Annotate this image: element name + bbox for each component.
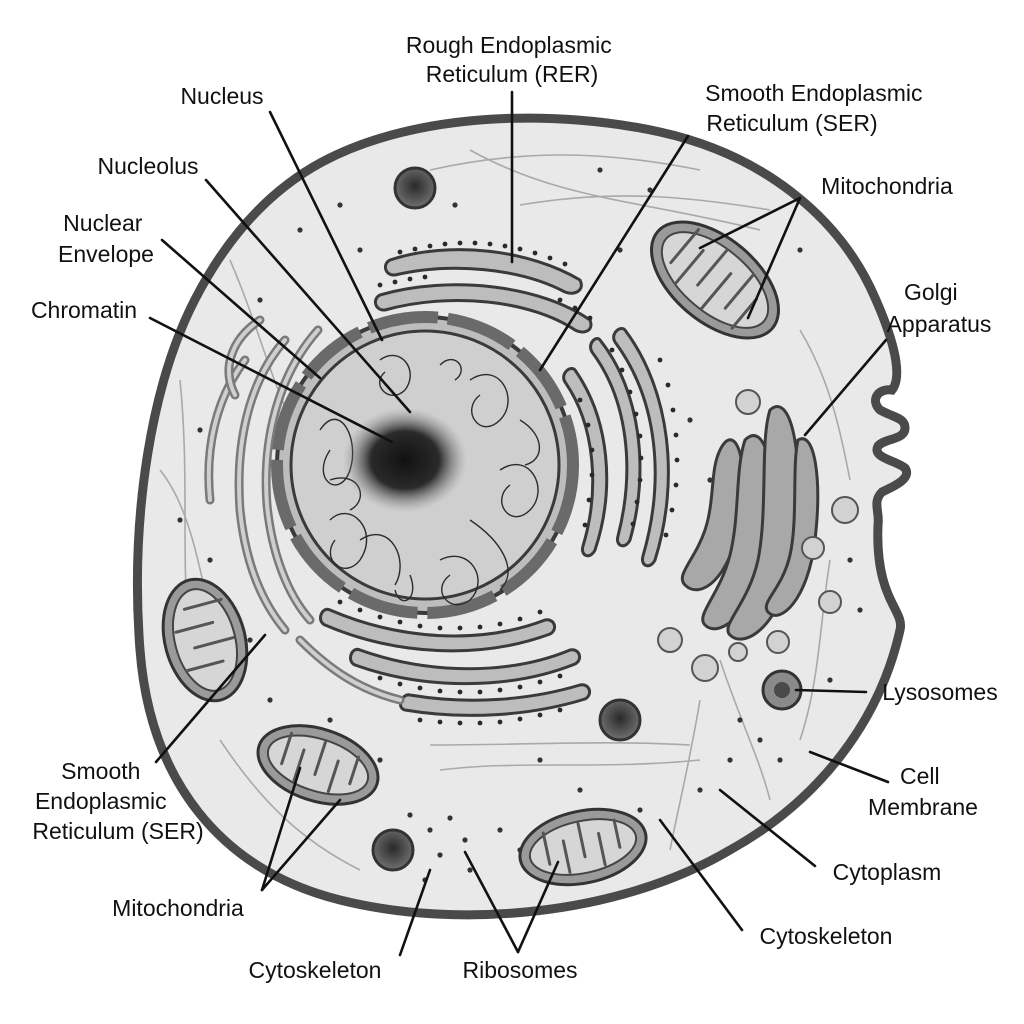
- ribosomes-bound: [337, 240, 680, 726]
- golgi-vesicle: [735, 389, 761, 415]
- label-golgi: Golgi Apparatus: [887, 279, 992, 337]
- nucleus: [271, 311, 579, 619]
- label-nuclear-envelope: Nuclear Envelope: [58, 210, 154, 267]
- label-ribosomes: Ribosomes: [462, 957, 577, 983]
- golgi-vesicle: [801, 536, 825, 560]
- label-chromatin: Chromatin: [31, 297, 137, 323]
- label-cytoskeleton-bottom: Cytoskeleton: [249, 957, 382, 983]
- nucleolus: [343, 408, 467, 512]
- labels: Rough Endoplasmic Reticulum (RER) Nucleu…: [31, 32, 998, 983]
- label-mitochondria-top: Mitochondria: [821, 173, 953, 199]
- golgi-vesicle: [818, 590, 842, 614]
- mitochondrion-bottom-center: [518, 807, 648, 887]
- golgi-vesicle: [728, 642, 748, 662]
- label-cytoplasm: Cytoplasm: [833, 859, 942, 885]
- cytoskeleton-fibers: [159, 149, 851, 871]
- chromatin: [319, 354, 541, 606]
- nuclear-envelope: [271, 311, 579, 619]
- rough-endoplasmic-reticulum: [319, 240, 680, 726]
- mitochondrion-left: [161, 577, 249, 703]
- smooth-endoplasmic-reticulum: [204, 315, 405, 705]
- golgi-vesicle: [831, 496, 859, 524]
- golgi-vesicle: [766, 630, 790, 654]
- label-ser-top: Smooth Endoplasmic Reticulum (SER): [705, 80, 929, 136]
- label-cell-membrane: Cell Membrane: [868, 763, 978, 820]
- golgi-vesicle: [691, 654, 719, 682]
- lysosomes: [371, 166, 803, 872]
- leader-lines: [148, 90, 890, 957]
- golgi-vesicle: [657, 627, 683, 653]
- golgi-apparatus: [657, 389, 859, 682]
- label-lysosomes: Lysosomes: [882, 679, 997, 705]
- label-rer: Rough Endoplasmic Reticulum (RER): [406, 32, 618, 87]
- label-mitochondria-bottom: Mitochondria: [112, 895, 244, 921]
- label-cytoskeleton-right: Cytoskeleton: [760, 923, 893, 949]
- label-ser-bottom: Smooth Endoplasmic Reticulum (SER): [32, 758, 203, 844]
- mitochondrion-bottom-left: [256, 724, 380, 806]
- label-nucleolus: Nucleolus: [98, 153, 199, 179]
- label-nucleus: Nucleus: [180, 83, 263, 109]
- mitochondrion-top-right: [650, 220, 780, 340]
